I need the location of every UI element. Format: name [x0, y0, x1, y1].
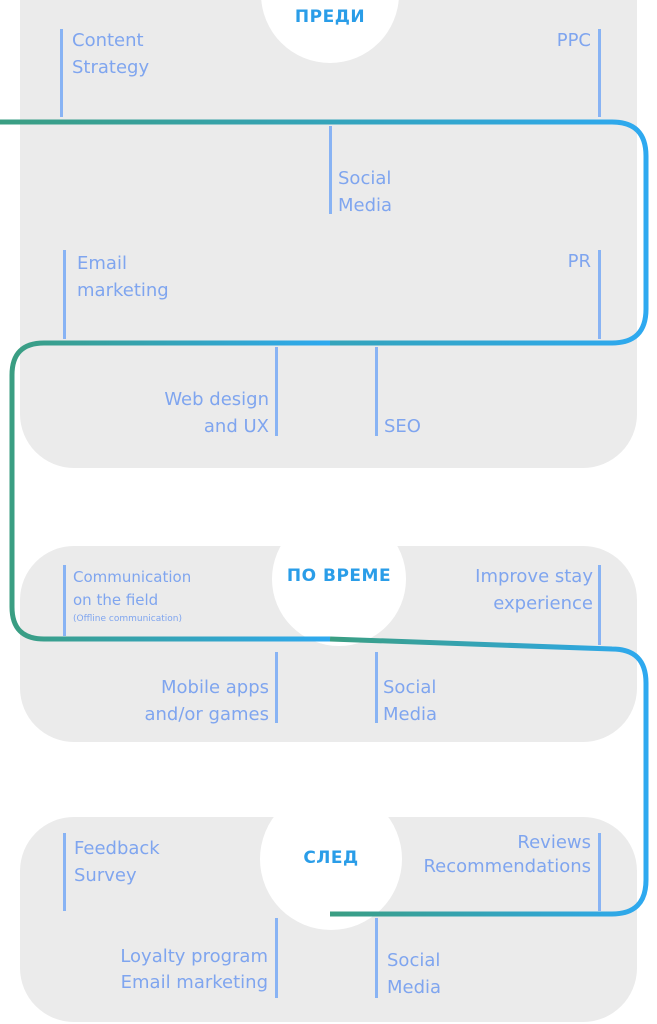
tick-web-design	[275, 347, 278, 436]
tick-content-strategy	[60, 29, 63, 117]
tick-reviews	[598, 833, 601, 911]
tick-ppc	[598, 29, 601, 117]
path-segment-3	[329, 636, 649, 917]
during-stage-circle	[272, 512, 406, 646]
label-ppc: PPC	[556, 30, 591, 51]
stage-title-during: ПО ВРЕМЕ	[286, 566, 392, 586]
tick-communication	[63, 565, 66, 636]
stage-title-before: ПРЕДИ	[294, 7, 366, 27]
tick-email-marketing	[63, 250, 66, 339]
tick-mobile-apps	[275, 652, 278, 723]
before-panel	[20, 0, 637, 468]
tick-social-media-2	[375, 652, 378, 723]
tick-feedback	[63, 833, 66, 911]
tick-seo	[375, 347, 378, 436]
label-communication-note: (Offline communication)	[73, 614, 183, 624]
tick-loyalty	[275, 918, 278, 998]
tick-improve-stay	[598, 565, 601, 645]
label-pr: PR	[567, 251, 591, 272]
tick-social-media-3	[375, 918, 378, 998]
label-seo: SEO	[384, 416, 421, 437]
path-segment-2	[9, 340, 330, 642]
path-segment-1	[0, 119, 649, 346]
after-stage-circle	[260, 788, 402, 930]
tick-social-media-1	[329, 126, 332, 214]
stage-title-after: СЛЕД	[303, 848, 359, 868]
tick-pr	[598, 250, 601, 339]
